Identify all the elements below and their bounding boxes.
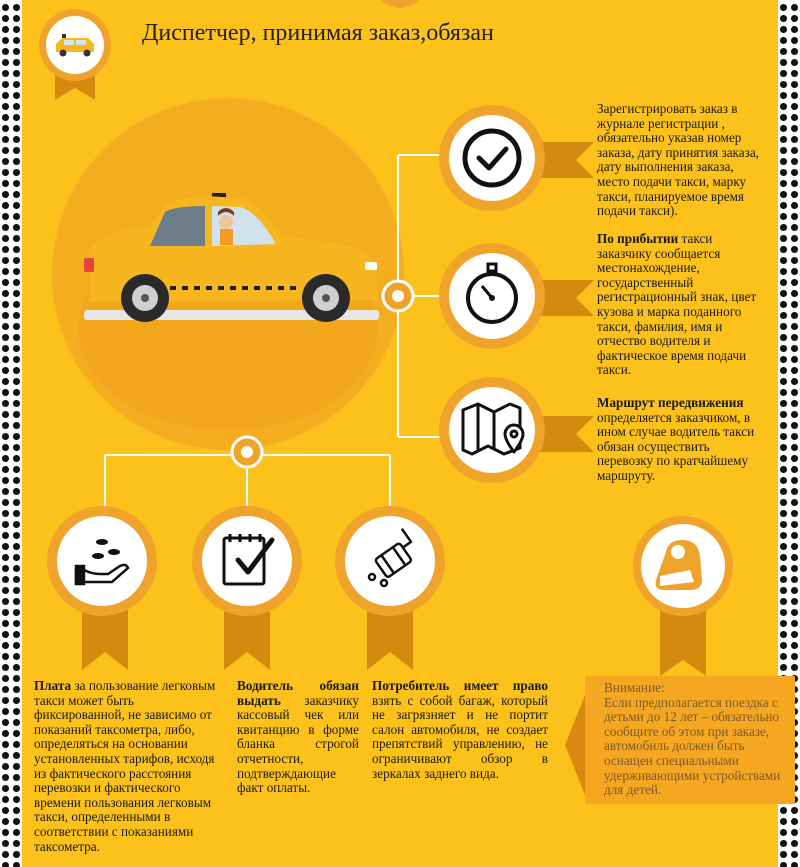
note-fold [565,690,587,800]
header-logo-badge [39,9,111,100]
connector-node-right [381,279,415,313]
clipboard-check-icon [222,534,275,586]
attention-title: Внимание: [604,680,665,695]
attention-body: Если предполагается поездка с детьми до … [604,694,781,798]
badge-payment [47,506,157,670]
hand-coins-icon [74,539,130,586]
payment-bold: Плата [34,678,72,693]
attention-note [585,676,795,804]
payment-body: за пользование легковым такси может быть… [34,678,216,854]
route-text: Маршрут передвижения определяется заказч… [597,395,762,484]
attention-note-text: Внимание: Если предполагается поездка с … [604,680,787,798]
arrival-bold: По прибытии [597,231,679,246]
register-text: Зарегистрировать заказ в журнале регистр… [597,101,762,219]
arrival-body: такси заказчику сообщается местонахожден… [597,231,757,378]
arrival-text: По прибытии такси заказчику сообщается м… [597,231,762,378]
stopwatch-icon [466,262,518,324]
route-body: определяется заказчиком, в ином случае в… [597,409,755,483]
badge-route [439,377,594,483]
badge-arrival [439,243,594,349]
child-seat-icon [655,540,702,590]
receipt-text: Водитель обязан выдать заказчику кассовы… [237,678,359,796]
register-body: Зарегистрировать заказ в журнале регистр… [597,101,759,219]
luggage-text: Потребитель имеет право взять с собой ба… [372,678,548,781]
taxi-car-icon [56,34,94,57]
connector-node-bottom [230,435,264,469]
route-bold: Маршрут передвижения [597,395,744,410]
map-pin-icon [461,402,525,456]
left-dot-border [0,0,22,867]
badge-child-seat [633,516,733,676]
payment-text: Плата за пользование легковым такси може… [34,678,224,854]
right-dot-border [778,0,800,867]
taxi-car-illustration [84,193,379,322]
luggage-bold: Потребитель имеет право [372,678,548,693]
page-title: Диспетчер, принимая заказ,обязан [142,20,494,46]
luggage-body: взять с собой багаж, который не загрязня… [372,692,548,781]
badge-luggage [335,506,445,670]
receipt-bold: Водитель обязан выдать [237,678,359,708]
receipt-body: заказчику кассовый чек или квитанцию в ф… [237,692,359,796]
badge-receipt [192,506,302,670]
luggage-icon [367,527,413,588]
checkmark-circle-icon [462,128,522,188]
badge-register [439,105,594,211]
top-decor-circle [381,0,419,8]
